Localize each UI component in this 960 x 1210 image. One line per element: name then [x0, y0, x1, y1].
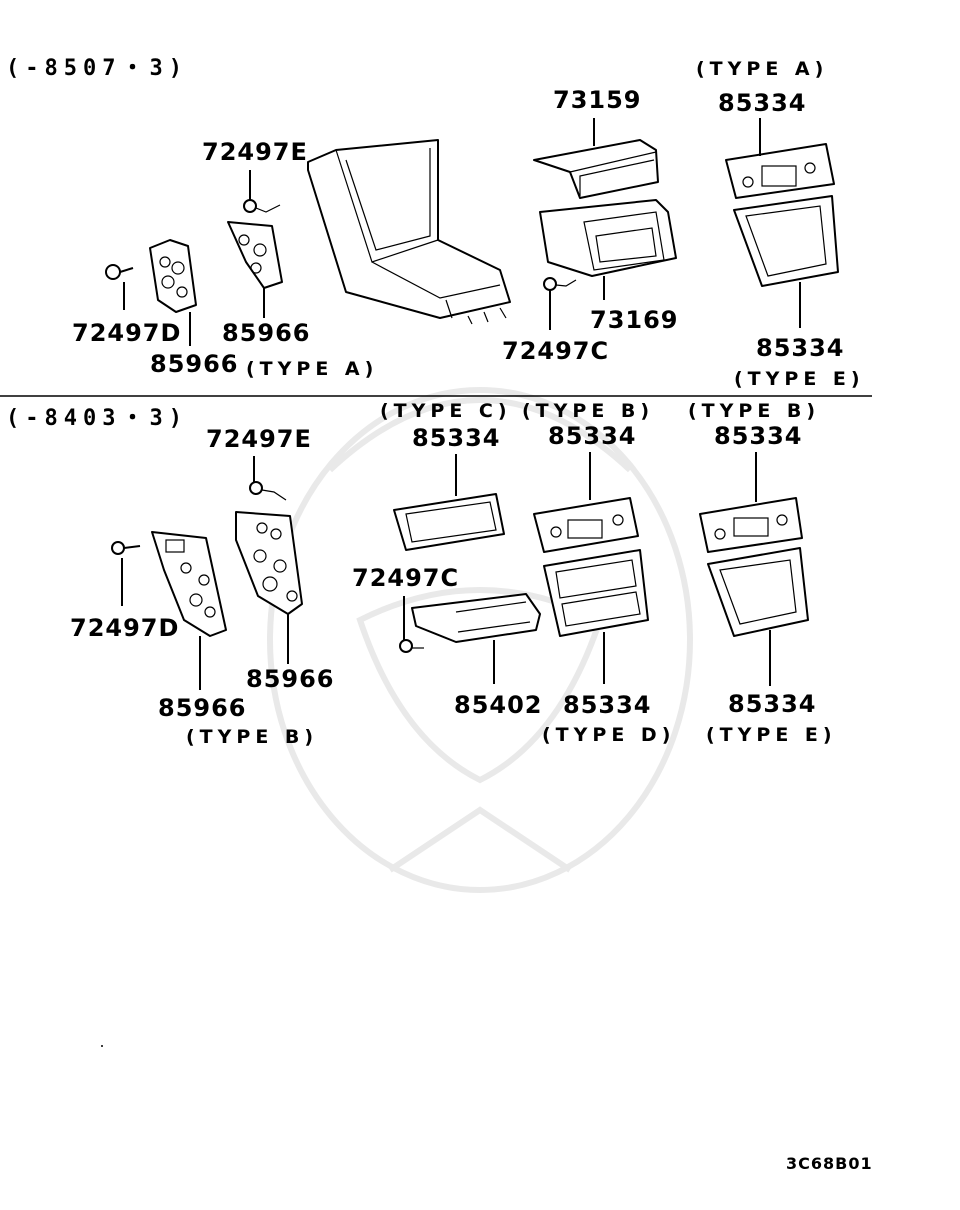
bracket-85966-bottom-left: [151, 531, 227, 690]
label-85966-top-left: 85966: [150, 350, 239, 378]
screw-72497D-bottom: [111, 541, 141, 606]
label-85334-type-a: 85334: [718, 89, 807, 117]
screw-72497D-top: [105, 264, 134, 310]
label-72497D-bottom: 72497D: [70, 614, 180, 642]
panel-85334-type-b-right: [699, 452, 803, 553]
label-85966-bottom-left: 85966: [158, 694, 247, 722]
bracket-85966-top-right: [227, 221, 283, 318]
panel-85334-type-b-middle: [533, 452, 639, 553]
tray-85402: [411, 593, 541, 684]
label-type-d: (TYPE D): [542, 724, 676, 746]
label-73169: 73169: [590, 306, 679, 334]
label-type-c: (TYPE C): [380, 400, 512, 422]
label-85334-type-b-middle: 85334: [548, 422, 637, 450]
label-type-b-middle: (TYPE B): [522, 400, 655, 422]
panel-85334-type-a: [725, 118, 835, 199]
part-73169-box: [539, 199, 677, 300]
watermark-emblem: [267, 387, 693, 893]
section-header-bottom: (-8403・3): [6, 406, 188, 431]
bracket-85966-bottom-right: [235, 511, 303, 664]
label-type-e-top: (TYPE E): [734, 368, 865, 390]
center-console: [307, 139, 511, 325]
screw-72497C-bottom: [399, 596, 424, 653]
label-type-a-bracket: (TYPE A): [246, 358, 379, 380]
panel-85334-type-e-bottom: [707, 547, 809, 686]
screw-72497E-top: [243, 170, 281, 213]
label-85334-type-e-top: 85334: [756, 334, 845, 362]
screw-72497E-bottom: [249, 456, 287, 501]
label-type-e-bottom: (TYPE E): [706, 724, 837, 746]
label-73159: 73159: [553, 86, 642, 114]
label-72497C-top: 72497C: [502, 337, 610, 365]
label-85334-type-b-right: 85334: [714, 422, 803, 450]
section-header-top: (-8507・3): [6, 56, 188, 81]
screw-72497C-top: [543, 277, 577, 330]
panel-85334-type-c: [393, 454, 505, 551]
panel-85334-type-e-top: [733, 195, 839, 328]
label-85334-type-c: 85334: [412, 424, 501, 452]
label-72497C-bottom: 72497C: [352, 564, 460, 592]
label-72497E-bottom: 72497E: [206, 425, 312, 453]
label-85334-type-d: 85334: [563, 691, 652, 719]
label-72497D-top: 72497D: [72, 319, 182, 347]
panel-85334-type-d: [543, 549, 649, 684]
diagram-code: 3C68B01: [786, 1154, 873, 1173]
label-85966-bottom-right: 85966: [246, 665, 335, 693]
label-85402: 85402: [454, 691, 543, 719]
label-85334-type-e-bottom: 85334: [728, 690, 817, 718]
label-type-b-right: (TYPE B): [688, 400, 821, 422]
bracket-85966-top-left: [149, 239, 197, 346]
label-72497E-top: 72497E: [202, 138, 308, 166]
label-type-a-header: (TYPE A): [696, 58, 829, 80]
label-type-b-bottom: (TYPE B): [186, 726, 319, 748]
label-85966-top-right: 85966: [222, 319, 311, 347]
part-73159-lid: [533, 118, 659, 199]
